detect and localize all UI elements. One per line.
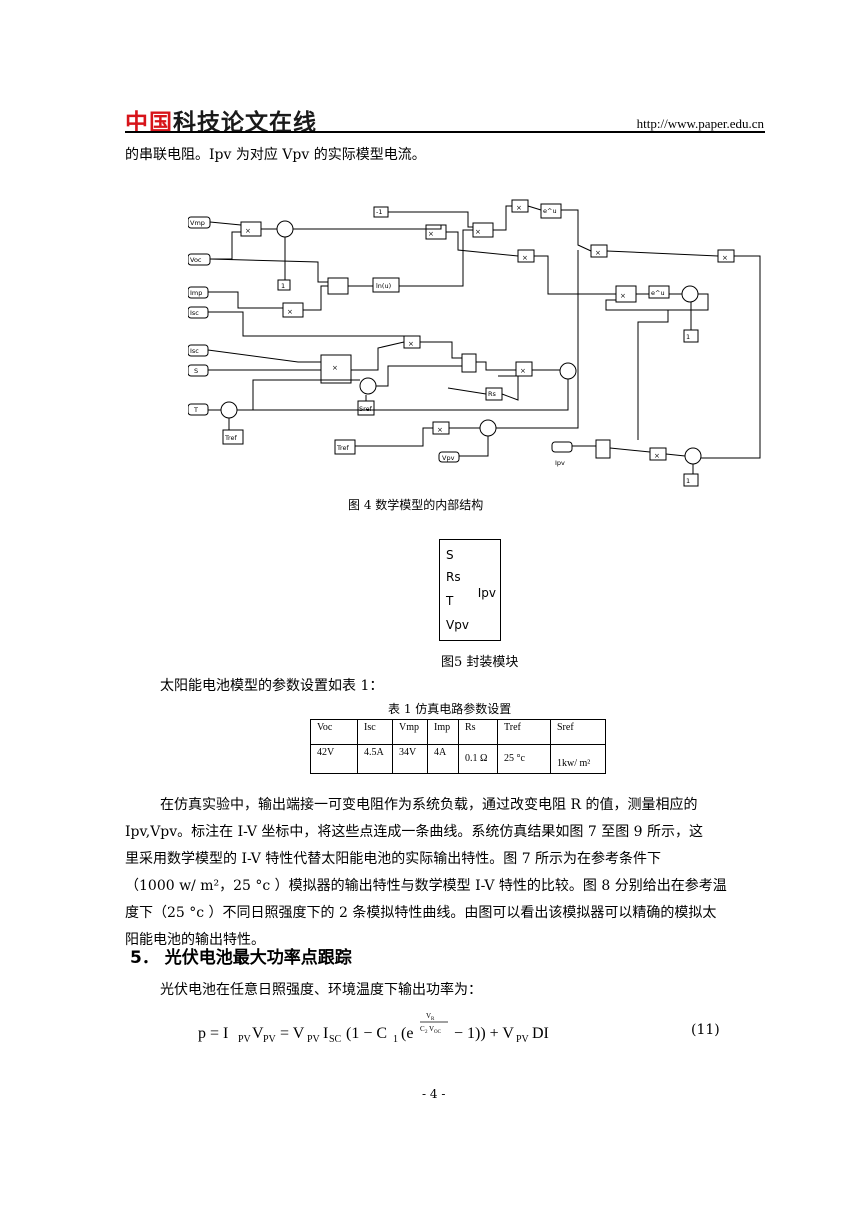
svg-text:= V: = V bbox=[280, 1025, 305, 1042]
svg-text:×: × bbox=[332, 364, 338, 372]
block-tref1: Tref bbox=[224, 434, 238, 442]
equation-number: (11) bbox=[691, 1022, 720, 1038]
section-heading: 5． 光伏电池最大功率点跟踪 bbox=[130, 943, 352, 968]
body-line-6: 阳能电池的输出特性。 bbox=[125, 932, 265, 948]
td-sref: 1kw/ m² bbox=[550, 744, 606, 774]
svg-text:PV: PV bbox=[238, 1034, 252, 1045]
svg-text:×: × bbox=[595, 249, 601, 257]
td-imp: 4A bbox=[427, 744, 459, 774]
th-voc: Voc bbox=[310, 719, 358, 745]
block-vmp: Vmp bbox=[190, 219, 205, 227]
fig5-output-ipv: Ipv bbox=[477, 586, 496, 600]
params-table: Voc Isc Vmp Imp Rs Tref Sref 42V 4.5A 34… bbox=[310, 719, 606, 774]
table-header-row: Voc Isc Vmp Imp Rs Tref Sref bbox=[310, 719, 606, 745]
svg-text:×: × bbox=[428, 230, 434, 238]
svg-text:DI: DI bbox=[532, 1025, 549, 1042]
table-intro-text: 太阳能电池模型的参数设置如表 1： bbox=[160, 678, 384, 694]
figure4-caption: 图 4 数学模型的内部结构 bbox=[348, 498, 484, 512]
figure5-caption: 图5 封装模块 bbox=[441, 655, 519, 670]
svg-text:PV: PV bbox=[516, 1034, 530, 1045]
td-voc: 42V bbox=[310, 744, 358, 774]
body-paragraph: 在仿真实验中，输出端接一可变电阻作为系统负载，通过改变电阻 R 的值，测量相应的… bbox=[125, 792, 767, 954]
svg-text:V: V bbox=[252, 1025, 264, 1042]
header-rule bbox=[125, 131, 765, 133]
svg-text:×: × bbox=[722, 254, 728, 262]
block-voc: Voc bbox=[190, 256, 202, 264]
th-rs: Rs bbox=[458, 719, 498, 745]
svg-text:SC: SC bbox=[329, 1034, 342, 1045]
block-t: T bbox=[193, 406, 198, 414]
figure5-subsystem-block: S Rs T Vpv Ipv bbox=[439, 539, 501, 641]
svg-text:×: × bbox=[475, 228, 481, 236]
svg-text:V: V bbox=[429, 1025, 434, 1033]
svg-text:(e: (e bbox=[401, 1025, 413, 1042]
svg-text:p = I: p = I bbox=[198, 1025, 228, 1042]
svg-text:×: × bbox=[287, 308, 293, 316]
figure4-diagram: Vmp Voc Imp Isc Isc S T Tref Tref Sref 1… bbox=[187, 190, 768, 494]
fig5-input-t: T bbox=[446, 594, 454, 608]
td-tref: 25 °c bbox=[497, 744, 551, 774]
td-rs: 0.1 Ω bbox=[458, 744, 498, 774]
th-tref: Tref bbox=[497, 719, 551, 745]
svg-text:PV: PV bbox=[307, 1034, 321, 1045]
svg-text:V: V bbox=[426, 1012, 431, 1020]
intro-text: 的串联电阻。Ipv 为对应 Vpv 的实际模型电流。 bbox=[125, 147, 426, 163]
block-isc1: Isc bbox=[190, 309, 199, 317]
block-s: S bbox=[194, 367, 198, 375]
block-vpv: Vpv bbox=[442, 454, 455, 462]
svg-text:×: × bbox=[408, 340, 414, 348]
td-isc: 4.5A bbox=[357, 744, 393, 774]
svg-text:1: 1 bbox=[393, 1034, 398, 1045]
svg-text:− 1)) + V: − 1)) + V bbox=[454, 1025, 514, 1042]
section-paragraph: 光伏电池在任意日照强度、环境温度下输出功率为： bbox=[160, 982, 482, 998]
block-port1-a: 1 bbox=[686, 333, 690, 341]
svg-text:×: × bbox=[245, 227, 251, 235]
table1-title: 表 1 仿真电路参数设置 bbox=[388, 702, 512, 716]
fig5-input-vpv: Vpv bbox=[446, 618, 469, 632]
svg-text:×: × bbox=[520, 367, 526, 375]
block-eu-b: e^u bbox=[651, 289, 665, 297]
block-rs: Rs bbox=[488, 390, 497, 398]
svg-text:2: 2 bbox=[425, 1030, 428, 1035]
page-number: - 4 - bbox=[422, 1087, 446, 1101]
body-line-2: Ipv,Vpv。标注在 I-V 坐标中，将这些点连成一条曲线。系统仿真结果如图 … bbox=[125, 824, 704, 840]
svg-text:×: × bbox=[516, 204, 522, 212]
block-imp: Imp bbox=[190, 289, 202, 297]
header-url: http://www.paper.edu.cn bbox=[636, 116, 764, 131]
fig5-input-rs: Rs bbox=[446, 570, 461, 584]
svg-text:(1 − C: (1 − C bbox=[346, 1025, 387, 1042]
svg-text:PV: PV bbox=[263, 1034, 277, 1045]
block-ipv: Ipv bbox=[555, 459, 565, 467]
block-ln: ln(u) bbox=[376, 282, 391, 290]
th-vmp: Vmp bbox=[392, 719, 428, 745]
th-imp: Imp bbox=[427, 719, 459, 745]
svg-text:I: I bbox=[323, 1025, 328, 1042]
svg-text:×: × bbox=[620, 292, 626, 300]
body-line-5: 度下（25 °c ）不同日照强度下的 2 条模拟特性曲线。由图可以看出该模拟器可… bbox=[125, 905, 717, 921]
block-tref2: Tref bbox=[336, 444, 350, 452]
body-line-3: 里采用数学模型的 I-V 特性代替太阳能电池的实际输出特性。图 7 所示为在参考… bbox=[125, 851, 662, 867]
block-one: 1 bbox=[281, 282, 285, 290]
th-sref: Sref bbox=[550, 719, 606, 745]
svg-text:R: R bbox=[431, 1017, 435, 1022]
svg-text:×: × bbox=[522, 254, 528, 262]
section-number: 5． bbox=[130, 948, 159, 968]
body-line-4: （1000 w/ m²，25 °c ）模拟器的输出特性与数学模型 I-V 特性的… bbox=[125, 878, 727, 894]
svg-text:×: × bbox=[654, 452, 660, 460]
block-port1-b: 1 bbox=[686, 477, 690, 485]
td-vmp: 34V bbox=[392, 744, 428, 774]
block-minus1: -1 bbox=[376, 208, 382, 216]
table-row: 42V 4.5A 34V 4A 0.1 Ω 25 °c 1kw/ m² bbox=[310, 744, 606, 774]
block-isc2: Isc bbox=[190, 347, 199, 355]
block-sref: Sref bbox=[359, 405, 373, 413]
fig5-input-s: S bbox=[446, 548, 454, 562]
body-line-1: 在仿真实验中，输出端接一可变电阻作为系统负载，通过改变电阻 R 的值，测量相应的 bbox=[160, 797, 698, 813]
svg-text:×: × bbox=[437, 426, 443, 434]
th-isc: Isc bbox=[357, 719, 393, 745]
block-eu-a: e^u bbox=[543, 207, 557, 215]
section-title: 光伏电池最大功率点跟踪 bbox=[164, 948, 352, 968]
svg-text:C: C bbox=[420, 1025, 425, 1033]
svg-text:OC: OC bbox=[434, 1030, 442, 1035]
